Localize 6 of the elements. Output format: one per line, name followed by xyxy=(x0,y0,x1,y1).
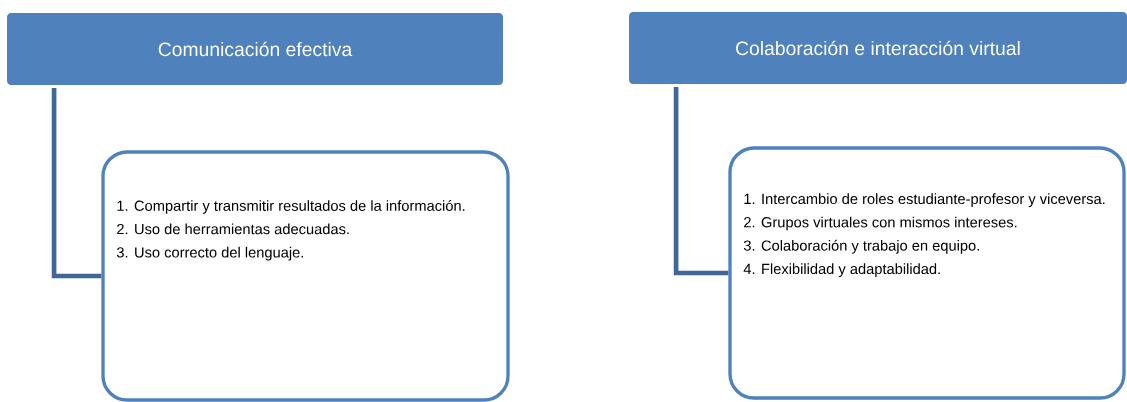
content-box: 1. Intercambio de roles estudiante-profesor y viceversa. 2. Grupos virtuales con mismos intereses. 3. Colaboración y trabajo en equipo. 4. Flexibilidad y adaptabilidad. xyxy=(728,146,1126,400)
header-box: Colaboración e interacción virtual xyxy=(629,12,1127,84)
connector-line xyxy=(673,86,729,276)
content-box: 1. Compartir y transmitir resultados de la información. 2. Uso de herramientas adecuadas. 3. Uso correcto del lenguaje. xyxy=(101,150,510,402)
connector-line xyxy=(51,87,102,279)
header-box: Comunicación efectiva xyxy=(7,13,503,85)
